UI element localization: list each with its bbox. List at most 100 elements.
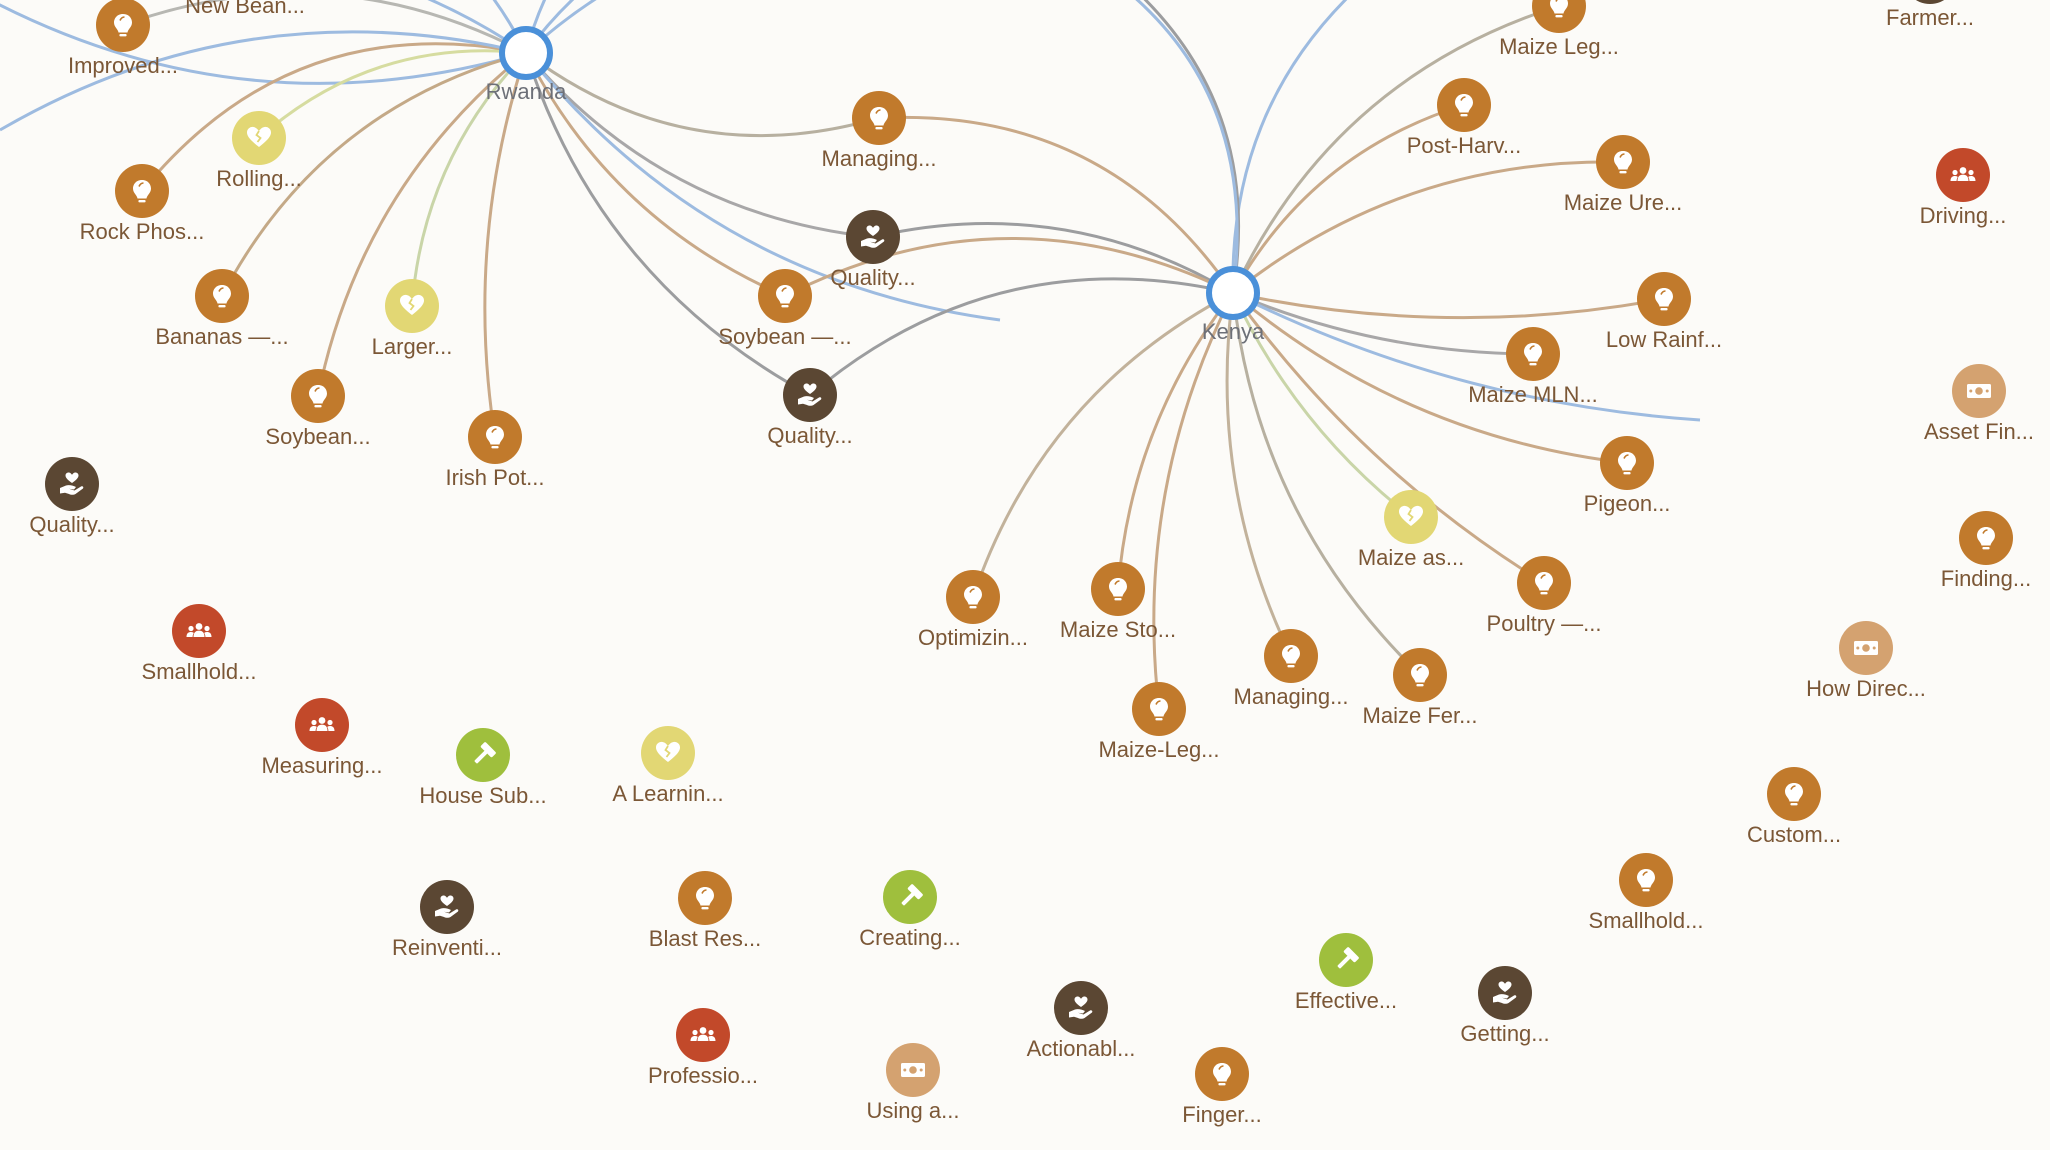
edge-line	[410, 51, 528, 307]
node-how-direc[interactable]: How Direc...	[1806, 621, 1926, 701]
edges-layer	[0, 0, 1701, 710]
node-label: Low Rainf...	[1606, 327, 1722, 352]
node-maize-leg-top[interactable]: Maize Leg...	[1499, 0, 1619, 59]
node-label: House Sub...	[419, 783, 546, 808]
node-quality-left[interactable]: Quality...	[29, 457, 115, 537]
node-pigeon[interactable]: Pigeon...	[1584, 436, 1671, 516]
node-creating[interactable]: Creating...	[859, 870, 961, 950]
edge-line	[140, 42, 527, 192]
edge-line	[1232, 160, 1624, 295]
node-low-rainf[interactable]: Low Rainf...	[1606, 272, 1722, 352]
node-post-harv[interactable]: Post-Harv...	[1407, 78, 1522, 158]
node-label: Maize MLN...	[1468, 382, 1598, 407]
node-irish-pot[interactable]: Irish Pot...	[445, 410, 545, 490]
node-label: Maize as...	[1358, 545, 1464, 570]
node-new-bean[interactable]: New Bean...	[185, 0, 305, 18]
node-farmer[interactable]: Farmer...	[1886, 0, 1974, 30]
node-circle	[420, 880, 474, 934]
edge-line	[809, 277, 1234, 397]
node-reinventi[interactable]: Reinventi...	[392, 880, 502, 960]
edge-line	[0, 3, 527, 85]
node-label: Smallhold...	[1589, 908, 1704, 933]
edge-line	[524, 52, 811, 397]
node-label: Farmer...	[1886, 5, 1974, 30]
edge-line	[1232, 291, 1628, 465]
edge-line	[1232, 291, 1534, 356]
node-maize-sto[interactable]: Maize Sto...	[1060, 562, 1176, 642]
node-soybean-left[interactable]: Soybean...	[265, 369, 371, 449]
edge-line	[220, 51, 527, 297]
node-maize-mln[interactable]: Maize MLN...	[1468, 327, 1598, 407]
node-blast-res[interactable]: Blast Res...	[649, 871, 761, 951]
banknote-icon	[1967, 384, 1991, 398]
node-professio[interactable]: Professio...	[648, 1008, 758, 1088]
node-improved[interactable]: Improved...	[68, 0, 178, 78]
edge-line	[524, 0, 575, 54]
node-circle	[846, 210, 900, 264]
node-asset-fin[interactable]: Asset Fin...	[1924, 364, 2034, 444]
node-getting[interactable]: Getting...	[1460, 966, 1550, 1046]
node-label: Measuring...	[261, 753, 382, 778]
node-label: Finger...	[1182, 1102, 1261, 1127]
node-optimizin[interactable]: Optimizin...	[918, 570, 1028, 650]
edge-line	[525, 51, 880, 138]
node-label: Pigeon...	[1584, 491, 1671, 516]
node-driving[interactable]: Driving...	[1920, 148, 2007, 228]
node-measuring[interactable]: Measuring...	[261, 698, 383, 778]
node-label: Quality...	[29, 512, 114, 537]
node-label: Using a...	[867, 1098, 960, 1123]
node-using-a[interactable]: Using a...	[867, 1043, 960, 1123]
node-label: Professio...	[648, 1063, 758, 1088]
node-label: Creating...	[859, 925, 961, 950]
node-label: Bananas —...	[155, 324, 288, 349]
node-finger[interactable]: Finger...	[1182, 1047, 1262, 1127]
node-label: Rock Phos...	[80, 219, 205, 244]
node-maize-ure[interactable]: Maize Ure...	[1564, 135, 1683, 215]
node-label: Maize Fer...	[1363, 703, 1478, 728]
edge-line	[1231, 292, 1545, 585]
node-larger[interactable]: Larger...	[372, 279, 453, 359]
edge-line	[878, 115, 1235, 294]
node-label: Poultry —...	[1487, 611, 1602, 636]
node-soybean-center[interactable]: Soybean —...	[718, 269, 852, 349]
node-managing-top[interactable]: Managing...	[822, 91, 937, 171]
node-quality-lower[interactable]: Quality...	[767, 368, 853, 448]
edge-line	[258, 49, 527, 140]
banknote-icon	[1854, 641, 1878, 655]
banknote-icon	[901, 1063, 925, 1077]
hub-node-rwanda[interactable]: Rwanda	[486, 26, 567, 104]
node-rock-phos[interactable]: Rock Phos...	[80, 164, 205, 244]
edge-line	[524, 52, 1001, 322]
node-maize-fer[interactable]: Maize Fer...	[1363, 648, 1478, 728]
node-label: Blast Res...	[649, 926, 761, 951]
node-maize-as[interactable]: Maize as...	[1358, 490, 1464, 570]
node-label: Maize Ure...	[1564, 190, 1683, 215]
node-managing-lower[interactable]: Managing...	[1234, 629, 1349, 709]
node-maize-leg-lower[interactable]: Maize-Leg...	[1098, 682, 1220, 762]
edge-line	[1225, 292, 1293, 657]
node-label: Effective...	[1295, 988, 1397, 1013]
node-poultry[interactable]: Poultry —...	[1487, 556, 1602, 636]
node-quality-center[interactable]: Quality...	[830, 210, 916, 290]
edge-line	[1231, 103, 1465, 294]
node-a-learnin[interactable]: A Learnin...	[612, 726, 724, 806]
node-label: Quality...	[830, 265, 915, 290]
node-label: Larger...	[372, 334, 453, 359]
hub-ring	[499, 26, 553, 80]
node-house-sub[interactable]: House Sub...	[419, 728, 547, 808]
edge-line	[524, 52, 786, 298]
node-effective[interactable]: Effective...	[1295, 933, 1397, 1013]
node-bananas[interactable]: Bananas —...	[155, 269, 289, 349]
node-label: Actionabl...	[1027, 1036, 1136, 1061]
node-label: Optimizin...	[918, 625, 1028, 650]
edge-line	[1152, 292, 1235, 710]
node-label: Irish Pot...	[445, 465, 544, 490]
node-custom[interactable]: Custom...	[1747, 767, 1841, 847]
hub-node-kenya[interactable]: Kenya	[1202, 266, 1265, 344]
node-rolling[interactable]: Rolling...	[216, 111, 302, 191]
node-smallhold-left[interactable]: Smallhold...	[142, 604, 257, 684]
node-smallhold-right[interactable]: Smallhold...	[1589, 853, 1704, 933]
node-finding[interactable]: Finding...	[1941, 511, 2032, 591]
node-actionabl[interactable]: Actionabl...	[1027, 981, 1136, 1061]
